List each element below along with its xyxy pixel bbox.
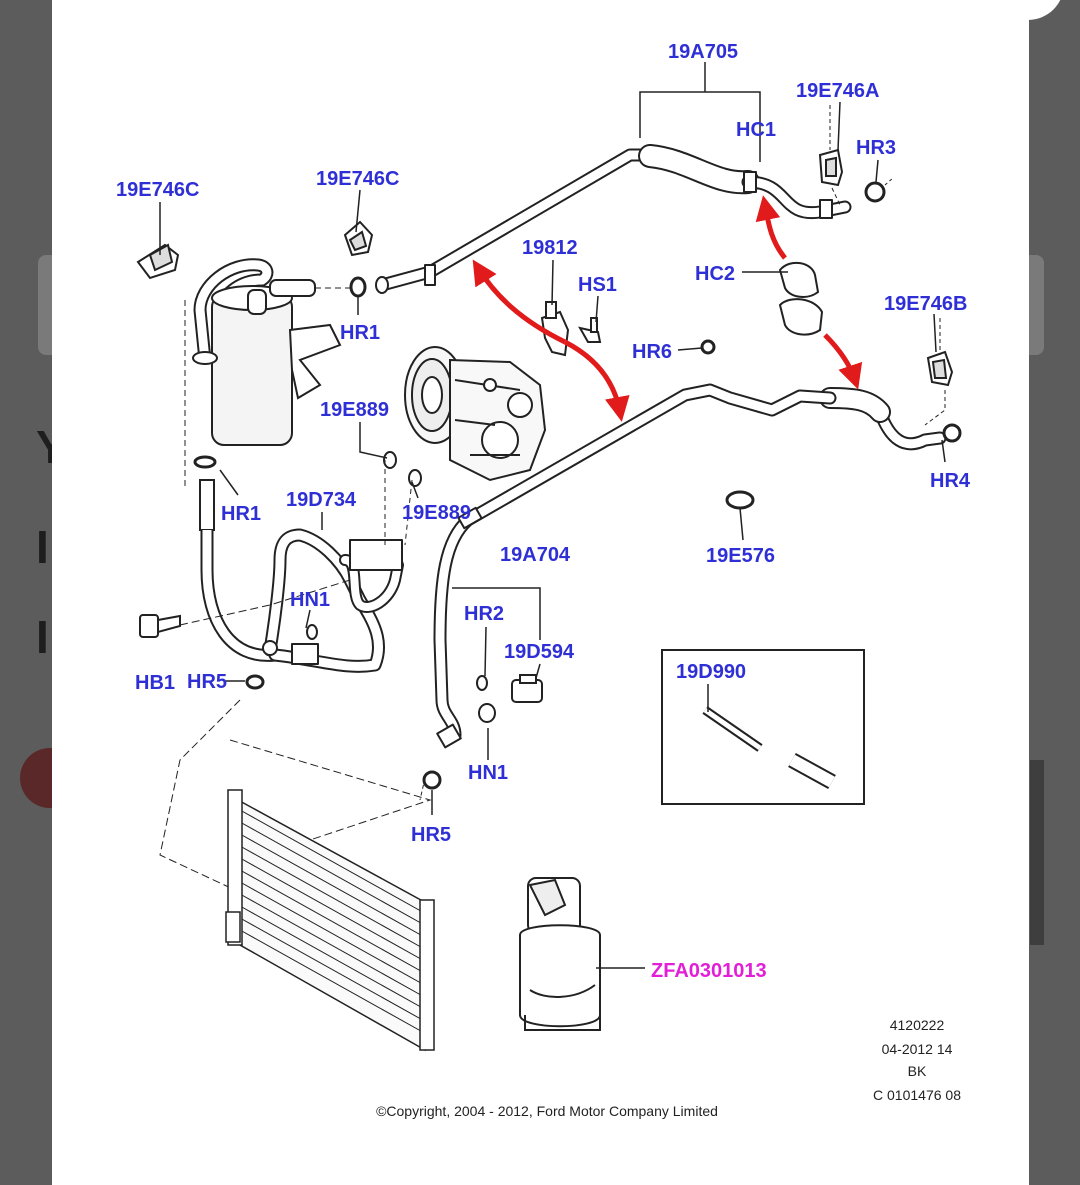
bolt-hb1 xyxy=(139,614,181,638)
label-19812: 19812 xyxy=(522,237,578,259)
drawing-date: 04-2012 14 xyxy=(882,1041,953,1057)
drawing-code: BK xyxy=(908,1063,927,1079)
o-ring-hr6 xyxy=(700,339,716,355)
copyright-notice: ©Copyright, 2004 - 2012, Ford Motor Comp… xyxy=(376,1103,718,1119)
label-19E746C-mid: 19E746C xyxy=(316,168,399,190)
red-arrows xyxy=(472,195,863,422)
background-scroll-block xyxy=(1030,760,1044,945)
o-ring-hr1 xyxy=(193,455,217,469)
bracket-19812 xyxy=(540,301,570,357)
part-labels: 19A705 19E746A HC1 HR3 19E746C 19E746C 1… xyxy=(116,41,971,982)
label-HC1: HC1 xyxy=(736,119,776,141)
valve-core-19D990 xyxy=(702,706,836,790)
label-19E746B: 19E746B xyxy=(884,293,967,315)
drawing-number: 4120222 xyxy=(890,1017,945,1033)
close-button[interactable] xyxy=(992,0,1064,20)
label-19E746A: 19E746A xyxy=(796,80,879,102)
label-HR6: HR6 xyxy=(632,341,672,363)
o-ring-19E576 xyxy=(725,490,755,510)
label-19D734: 19D734 xyxy=(286,489,357,511)
clip-hc2 xyxy=(778,261,824,336)
label-19A705: 19A705 xyxy=(668,41,738,63)
label-19D594: 19D594 xyxy=(504,641,575,663)
label-HR1-bottom: HR1 xyxy=(221,503,261,525)
label-HN1-right: HN1 xyxy=(468,762,508,784)
compressor xyxy=(404,346,547,482)
clip-19E746C-mid xyxy=(343,220,374,257)
refrigerant-bottle xyxy=(519,877,601,1031)
label-HR1-top: HR1 xyxy=(340,322,380,344)
label-HR4: HR4 xyxy=(930,470,971,492)
receiver-drier xyxy=(192,258,342,662)
background-glyph: I xyxy=(36,521,49,573)
label-HN1-left: HN1 xyxy=(290,589,330,611)
label-19E746C-left: 19E746C xyxy=(116,179,199,201)
label-HC2: HC2 xyxy=(695,263,735,285)
label-HS1: HS1 xyxy=(578,274,617,296)
label-HR2: HR2 xyxy=(464,603,504,625)
pressure-switch-19D594 xyxy=(511,674,543,703)
condenser xyxy=(225,789,435,1052)
background-card-edge-right xyxy=(1026,255,1044,355)
background-glyph: I xyxy=(36,611,49,663)
label-HR5-bottom: HR5 xyxy=(411,824,451,846)
label-19D990: 19D990 xyxy=(676,661,746,683)
hose-19D734 xyxy=(263,528,404,673)
o-ring-hr4 xyxy=(942,423,962,443)
label-HR5-left: HR5 xyxy=(187,671,227,693)
o-ring-hr3 xyxy=(864,181,886,203)
drawing-metadata: 4120222 04-2012 14 BK C 0101476 08 ©Copy… xyxy=(376,1017,961,1119)
leader-lines xyxy=(159,62,946,815)
pipe-19A704 xyxy=(433,383,947,749)
label-HR3: HR3 xyxy=(856,137,896,159)
clip-19E746B xyxy=(926,350,954,387)
pipe-19A705 xyxy=(375,144,852,292)
clip-19E746A xyxy=(818,148,844,187)
label-ZFA0301013: ZFA0301013 xyxy=(651,960,767,982)
label-19A704: 19A704 xyxy=(500,544,571,566)
drawing-reference: C 0101476 08 xyxy=(873,1087,961,1103)
label-19E889-bottom: 19E889 xyxy=(402,502,471,524)
label-19E576: 19E576 xyxy=(706,545,775,567)
clip-19E746C-left xyxy=(136,243,180,280)
label-19E889-top: 19E889 xyxy=(320,399,389,421)
bolt-hs1 xyxy=(578,317,602,343)
label-HB1: HB1 xyxy=(135,672,175,694)
